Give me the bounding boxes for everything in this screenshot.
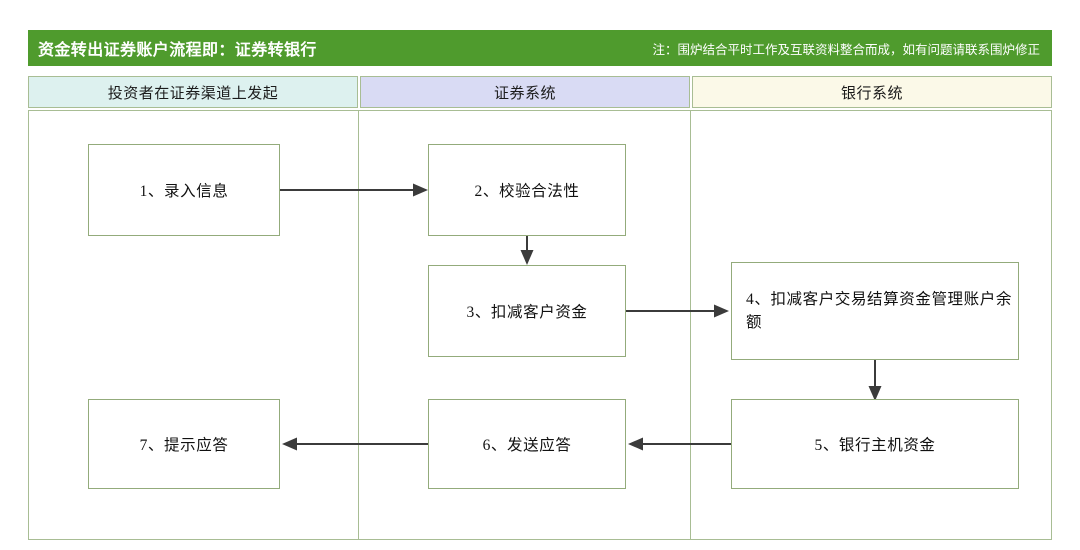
lane-divider: [690, 110, 691, 540]
process-node-3[interactable]: 3、扣减客户资金: [428, 265, 626, 357]
process-node-label: 5、银行主机资金: [814, 437, 936, 454]
arrow-left-icon: [282, 437, 434, 451]
process-node-7[interactable]: 7、提示应答: [88, 399, 280, 489]
lane-header-label: 证券系统: [493, 85, 556, 102]
lane-divider: [358, 110, 359, 540]
edge-1-to-2: [280, 178, 430, 202]
lane-header-label: 银行系统: [840, 85, 903, 102]
arrow-down-icon: [868, 360, 882, 401]
lane-header-investor: 投资者在证券渠道上发起: [28, 76, 358, 108]
lane-header-bank-system: 银行系统: [692, 76, 1052, 108]
process-node-label: 1、录入信息: [139, 183, 229, 200]
process-node-label: 2、校验合法性: [474, 183, 580, 200]
process-node-label: 4、扣减客户交易结算资金管理账户余额: [746, 290, 1012, 331]
lane-header-securities-system: 证券系统: [360, 76, 690, 108]
title-bar: 资金转出证券账户流程即：证券转银行 注：围炉结合平时工作及互联资料整合而成，如有…: [28, 30, 1052, 66]
process-node-label: 6、发送应答: [482, 437, 572, 454]
edge-4-to-5: [863, 360, 887, 404]
arrow-down-icon: [520, 236, 534, 265]
edge-3-to-4: [626, 299, 738, 323]
arrow-right-icon: [626, 304, 729, 318]
process-node-1[interactable]: 1、录入信息: [88, 144, 280, 236]
process-node-label: 3、扣减客户资金: [466, 304, 588, 321]
process-node-5[interactable]: 5、银行主机资金: [731, 399, 1019, 489]
process-node-label: 7、提示应答: [139, 437, 229, 454]
header-note: 注：围炉结合平时工作及互联资料整合而成，如有问题请联系围炉修正: [652, 42, 1040, 57]
edge-6-to-7: [274, 432, 434, 456]
edge-5-to-6: [620, 432, 738, 456]
arrow-right-icon: [280, 183, 428, 197]
lane-header-label: 投资者在证券渠道上发起: [107, 85, 279, 102]
process-node-4[interactable]: 4、扣减客户交易结算资金管理账户余额: [731, 262, 1019, 360]
edge-2-to-3: [515, 236, 539, 267]
page-title: 资金转出证券账户流程即：证券转银行: [38, 42, 317, 59]
process-node-2[interactable]: 2、校验合法性: [428, 144, 626, 236]
process-node-6[interactable]: 6、发送应答: [428, 399, 626, 489]
arrow-left-icon: [628, 437, 738, 451]
